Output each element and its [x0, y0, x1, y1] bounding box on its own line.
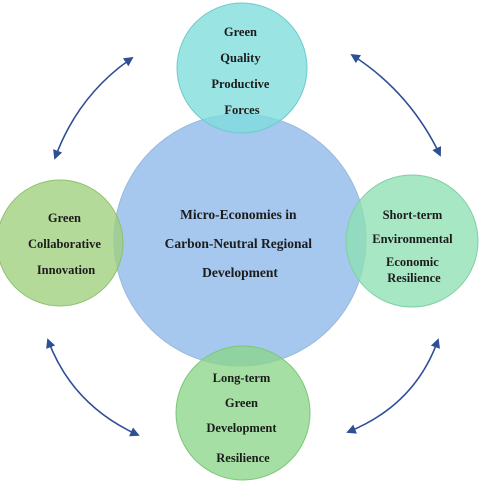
arrow-top-right	[350, 53, 442, 157]
right-circle	[345, 174, 479, 308]
bottom-node-label-line: Green	[225, 396, 258, 410]
right-node-label-line: Resilience	[387, 271, 441, 285]
center-label: Micro-Economies in Carbon-Neutral Region…	[165, 207, 316, 280]
right-node-label-line: Environmental	[372, 232, 453, 246]
center-label-line: Development	[202, 265, 278, 280]
right-node-label: Short-term Environmental Economic Resili…	[372, 208, 455, 285]
left-node-label-line: Green	[48, 211, 81, 225]
top-node-label-line: Forces	[224, 103, 259, 117]
right-node-label-line: Economic	[386, 255, 439, 269]
left-node-label: Green Collaborative Innovation	[28, 211, 104, 277]
left-node-label-line: Collaborative	[28, 237, 101, 251]
arrow-top-left	[53, 56, 134, 160]
top-node-label-line: Productive	[211, 77, 270, 91]
left-circle	[0, 179, 124, 307]
bottom-node-label-line: Long-term	[213, 371, 271, 385]
right-node-label-line: Short-term	[383, 208, 443, 222]
center-label-line: Micro-Economies in	[180, 207, 297, 222]
left-node-label-line: Innovation	[37, 263, 95, 277]
arrow-bottom-left	[46, 338, 140, 437]
top-node-label-line: Green	[224, 25, 257, 39]
center-label-line: Carbon-Neutral Regional	[165, 236, 313, 251]
top-node-label-line: Quality	[220, 51, 261, 65]
bottom-node-label-line: Development	[206, 421, 277, 435]
top-node-label: Green Quality Productive Forces	[211, 25, 272, 117]
arrow-bottom-right	[346, 338, 440, 434]
bottom-node-label-line: Resilience	[216, 451, 270, 465]
top-circle	[176, 2, 308, 134]
bottom-node-label: Long-term Green Development Resilience	[206, 371, 279, 465]
bottom-circle	[175, 345, 311, 481]
